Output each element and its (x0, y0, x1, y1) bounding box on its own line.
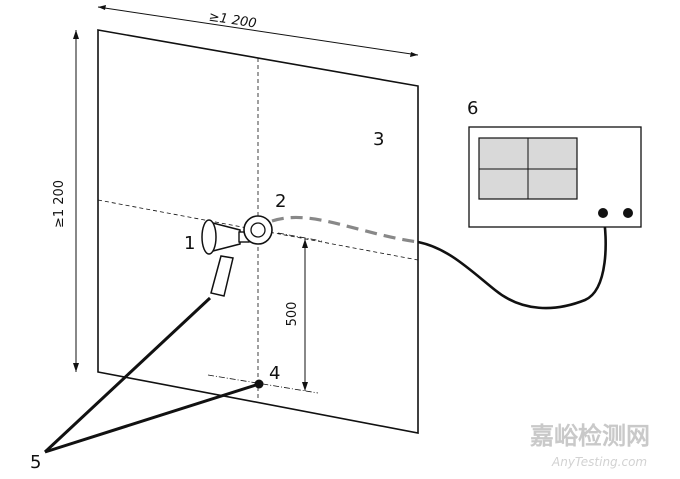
callout-3: 3 (373, 129, 384, 150)
output-jack (623, 208, 633, 218)
cable-solid (417, 212, 607, 310)
microphone (243, 215, 273, 245)
callout-4: 4 (269, 363, 280, 384)
watermark-cn: 嘉峪检测网 (530, 422, 650, 450)
height-dimension-label: ≥1 200 (52, 180, 67, 228)
watermark: 嘉峪检测网 AnyTesting.com (530, 422, 650, 469)
support-lines (43, 296, 260, 454)
input-jack (598, 208, 608, 218)
watermark-en: AnyTesting.com (551, 455, 647, 469)
callout-5: 5 (30, 452, 41, 473)
width-dimension-label: ≥1 200 (208, 10, 258, 32)
sound-source (201, 219, 250, 297)
callout-6: 6 (467, 98, 478, 119)
mic-height-label: 500 (285, 302, 300, 327)
height-dimension: ≥1 200 (52, 30, 79, 372)
analyzer-instrument (468, 126, 642, 228)
callout-2: 2 (275, 191, 286, 212)
cable-dashed (271, 215, 419, 244)
callout-1: 1 (184, 233, 195, 254)
width-dimension: ≥1 200 (97, 5, 419, 57)
